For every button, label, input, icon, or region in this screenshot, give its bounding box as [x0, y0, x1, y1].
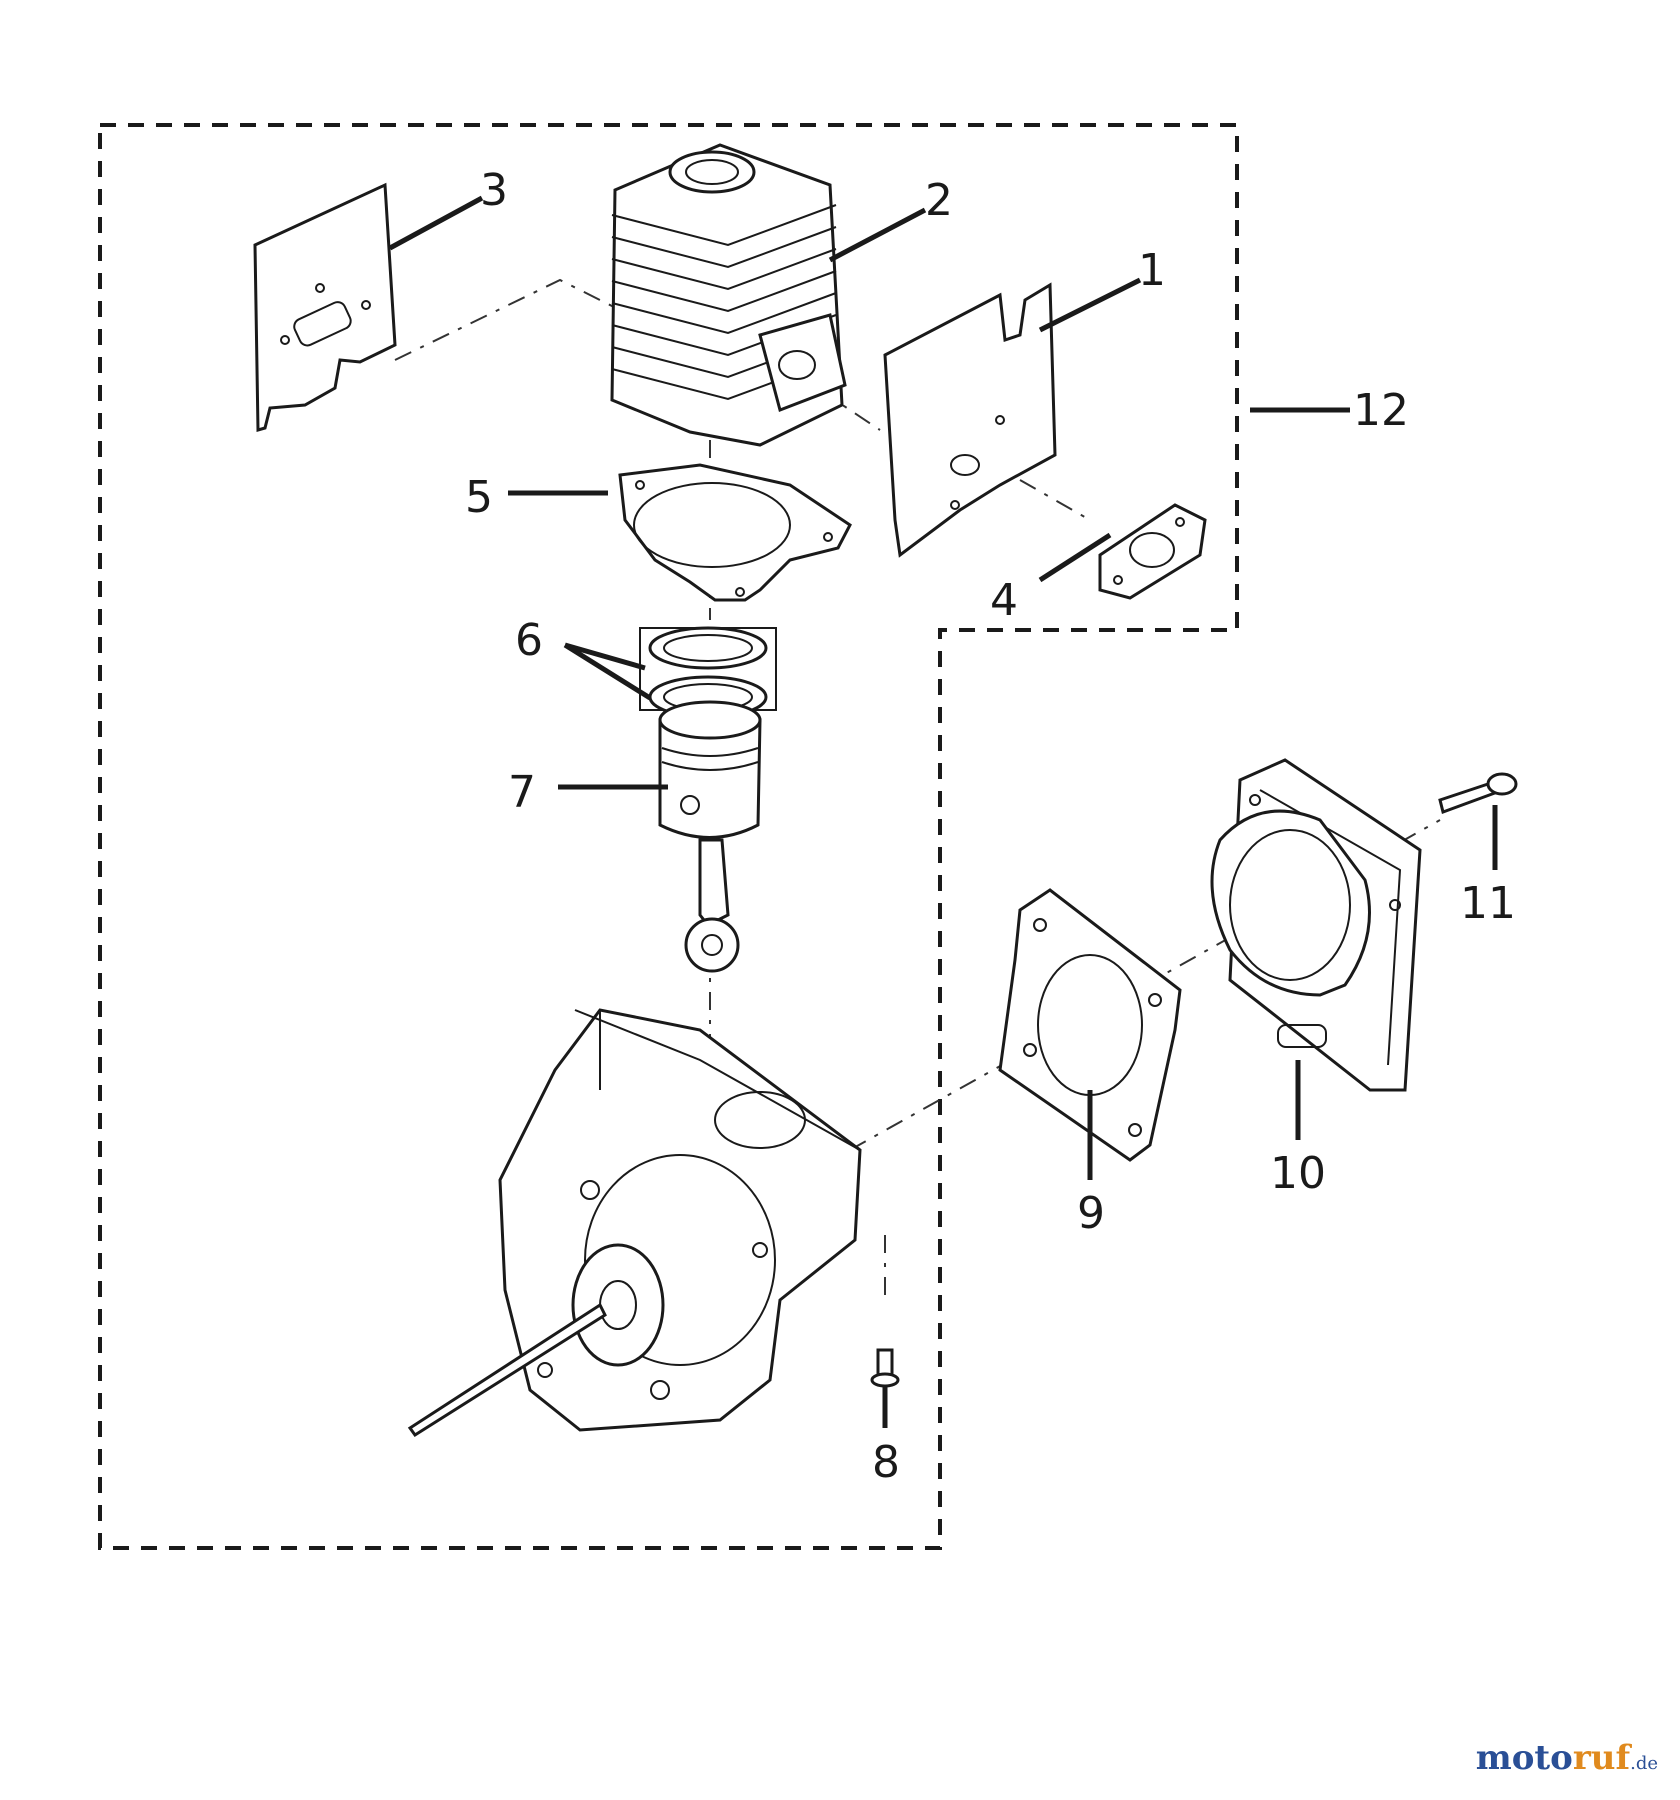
callout-10: 10: [1270, 1148, 1326, 1199]
part-cover: [1210, 758, 1422, 1092]
callout-3: 3: [480, 165, 508, 216]
callout-7: 7: [508, 767, 536, 818]
part-base-gasket: [618, 463, 852, 602]
callout-12: 12: [1353, 385, 1409, 436]
assembly-boundary: [98, 123, 1239, 1550]
callout-8: 8: [872, 1437, 900, 1488]
callout-5: 5: [465, 472, 493, 523]
callout-2: 2: [925, 175, 953, 226]
part-intake-plate: [883, 282, 1057, 558]
leader-lines: [388, 195, 1498, 1428]
callout-4: 4: [990, 575, 1018, 626]
part-screw-8: [870, 1348, 900, 1388]
callout-9: 9: [1077, 1188, 1105, 1239]
part-crankcase: [407, 1008, 862, 1438]
watermark-tld: .de: [1630, 1753, 1658, 1774]
part-bolt-11: [1438, 772, 1518, 814]
watermark-logo: motoruf.de: [1476, 1738, 1658, 1778]
part-small-gasket: [1098, 503, 1207, 600]
callout-1: 1: [1138, 245, 1166, 296]
callout-11: 11: [1460, 878, 1516, 929]
part-flange-gasket: [998, 888, 1182, 1162]
watermark-accent: ruf: [1572, 1738, 1631, 1778]
part-cylinder: [610, 143, 847, 447]
part-piston: [658, 700, 762, 973]
callout-6: 6: [515, 615, 543, 666]
watermark-main: moto: [1475, 1738, 1573, 1778]
part-gasket-plate: [253, 182, 397, 432]
